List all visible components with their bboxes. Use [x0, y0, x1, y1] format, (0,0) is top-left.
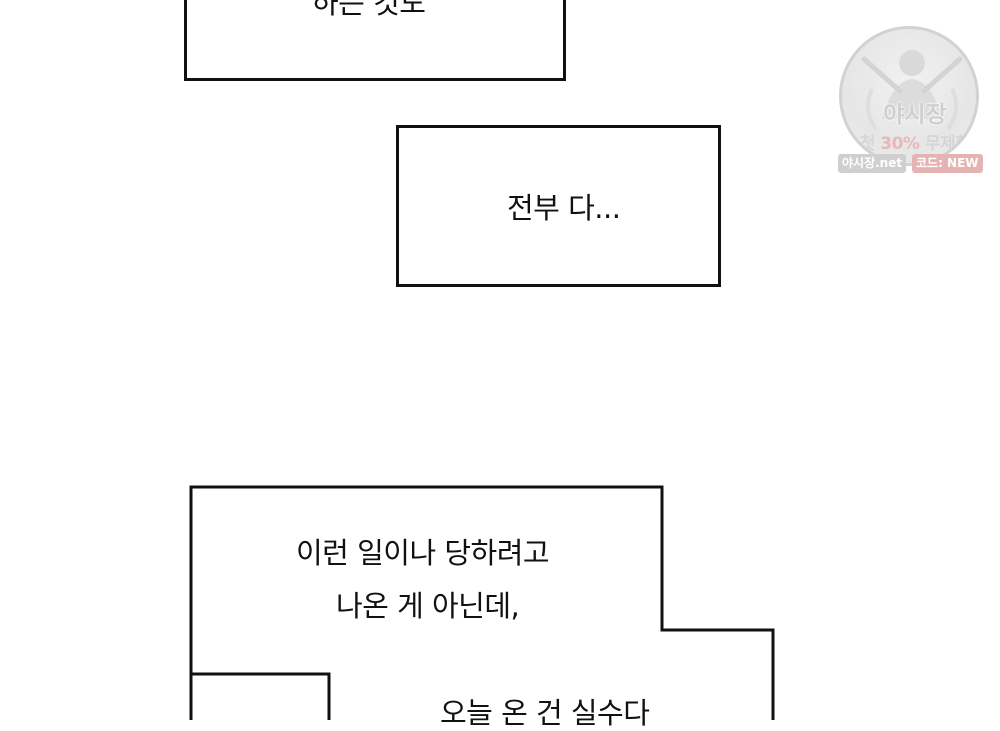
watermark-site: 야시장.net	[838, 154, 907, 173]
caption-text-top: 하는 것도	[312, 0, 426, 20]
watermark-promo: 첫 30% 무제한	[859, 134, 971, 154]
watermark-brand: 야시장	[883, 102, 947, 128]
watermark-circle: 야시장 첫 30% 무제한	[839, 26, 979, 166]
warrior-figure-icon	[861, 50, 963, 131]
caption-text-bottom-line2: 나온 게 아닌데,	[336, 589, 520, 623]
caption-box-top	[184, 0, 566, 81]
watermark-tags: 야시장.net 코드: NEW	[836, 154, 986, 174]
caption-text-bottom-line1: 이런 일이나 당하려고	[296, 536, 550, 570]
watermark-logo: 야시장 첫 30% 무제한 야시장.net 코드: NEW	[836, 26, 986, 176]
caption-box-middle	[396, 125, 721, 287]
caption-text-bottom-partial: 오늘 온 건 실수다	[440, 696, 650, 730]
caption-text-middle: 전부 다...	[507, 191, 621, 225]
watermark-code: 코드: NEW	[912, 154, 983, 173]
